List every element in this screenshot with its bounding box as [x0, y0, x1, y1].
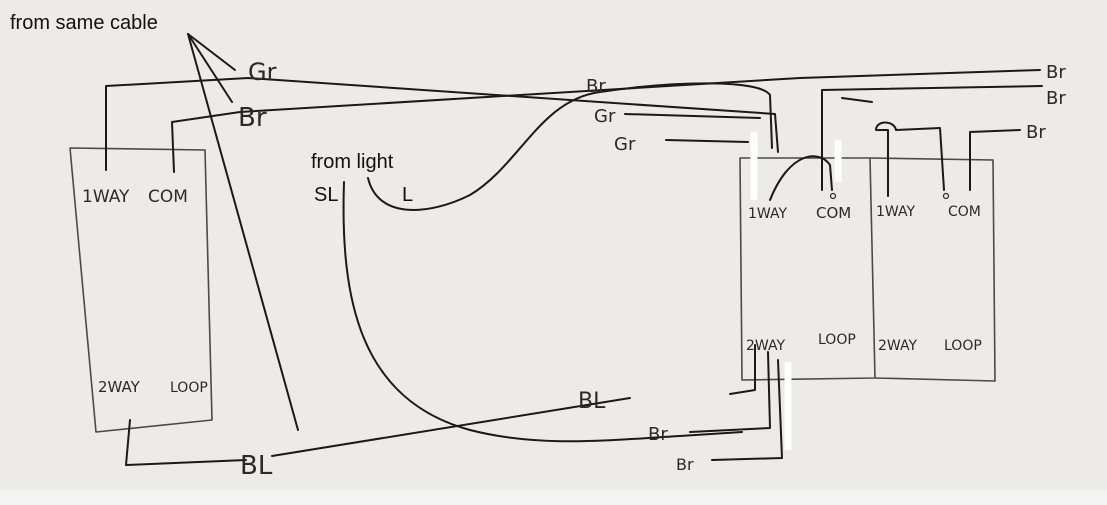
- wire-right-2way-down-3: [711, 359, 783, 461]
- pointer-line-br: [187, 33, 233, 103]
- wire-label-gr-mid-1: Gr: [594, 106, 616, 127]
- wire-label-br-low-2: Br: [676, 455, 694, 474]
- wire-right-2way-down-1: [729, 344, 756, 395]
- wire-label-br-low-1: Br: [648, 424, 668, 445]
- right-a-1way-label: 1WAY: [748, 206, 787, 222]
- left-com-label: COM: [148, 187, 188, 207]
- wire-label-gr-mid-2: Gr: [614, 134, 636, 155]
- wire-l: [367, 82, 773, 211]
- sl-label: SL: [314, 184, 339, 206]
- wire-label-bl-bottom-left: BL: [240, 451, 273, 481]
- wire-label-br-right-1: Br: [1046, 62, 1066, 83]
- wire-gr-mid: [665, 139, 749, 143]
- left-2way-label: 2WAY: [98, 378, 141, 396]
- right-a-com-label: COM: [816, 204, 851, 222]
- wire-label-br-top-left: Br: [238, 103, 267, 133]
- right-a-loop-label: LOOP: [818, 332, 856, 348]
- right-b-com-label: COM: [948, 204, 981, 220]
- wire-label-gr-top-left: Gr: [248, 58, 277, 86]
- terminal-dot-com-a: [829, 192, 837, 200]
- left-loop-label: LOOP: [170, 380, 208, 396]
- l-label: L: [402, 184, 414, 206]
- wire-label-bl-mid: BL: [578, 389, 606, 414]
- wire-label-br-mid-1: Br: [586, 76, 606, 97]
- wire-right-com-br-1: [821, 85, 1043, 191]
- wire-right-1way-loop: [769, 155, 833, 201]
- right-b-1way-label: 1WAY: [876, 204, 915, 220]
- wire-right-b-1way: [875, 121, 945, 197]
- wire-left-2way-bl: [125, 419, 247, 466]
- wire-label-br-right-3: Br: [1026, 122, 1046, 143]
- left-1way-label: 1WAY: [82, 187, 130, 207]
- terminal-dot-com-b: [942, 192, 950, 200]
- right-b-2way-label: 2WAY: [878, 338, 917, 354]
- light-note: from light: [311, 151, 394, 173]
- right-switch-box-b: [869, 157, 996, 382]
- right-a-2way-label: 2WAY: [746, 338, 785, 354]
- wire-left-1way-gr: [105, 77, 779, 171]
- right-b-loop-label: LOOP: [944, 338, 982, 354]
- wire-label-br-right-2: Br: [1046, 88, 1066, 109]
- wire-right-2way-down-2: [689, 351, 771, 433]
- wire-gr-mid-2: [624, 113, 761, 119]
- wire-right-b-com-br: [969, 129, 1021, 191]
- wire-right-br-top: [841, 97, 873, 103]
- wire-bl-run: [271, 397, 631, 457]
- wire-left-com-br: [171, 69, 1041, 173]
- cable-note: from same cable: [10, 12, 158, 34]
- pointer-line-bl: [187, 33, 299, 431]
- pointer-line-gr: [187, 33, 236, 71]
- left-switch-box: [69, 147, 213, 433]
- bottom-strip: [0, 490, 1107, 505]
- wire-sl: [342, 181, 743, 443]
